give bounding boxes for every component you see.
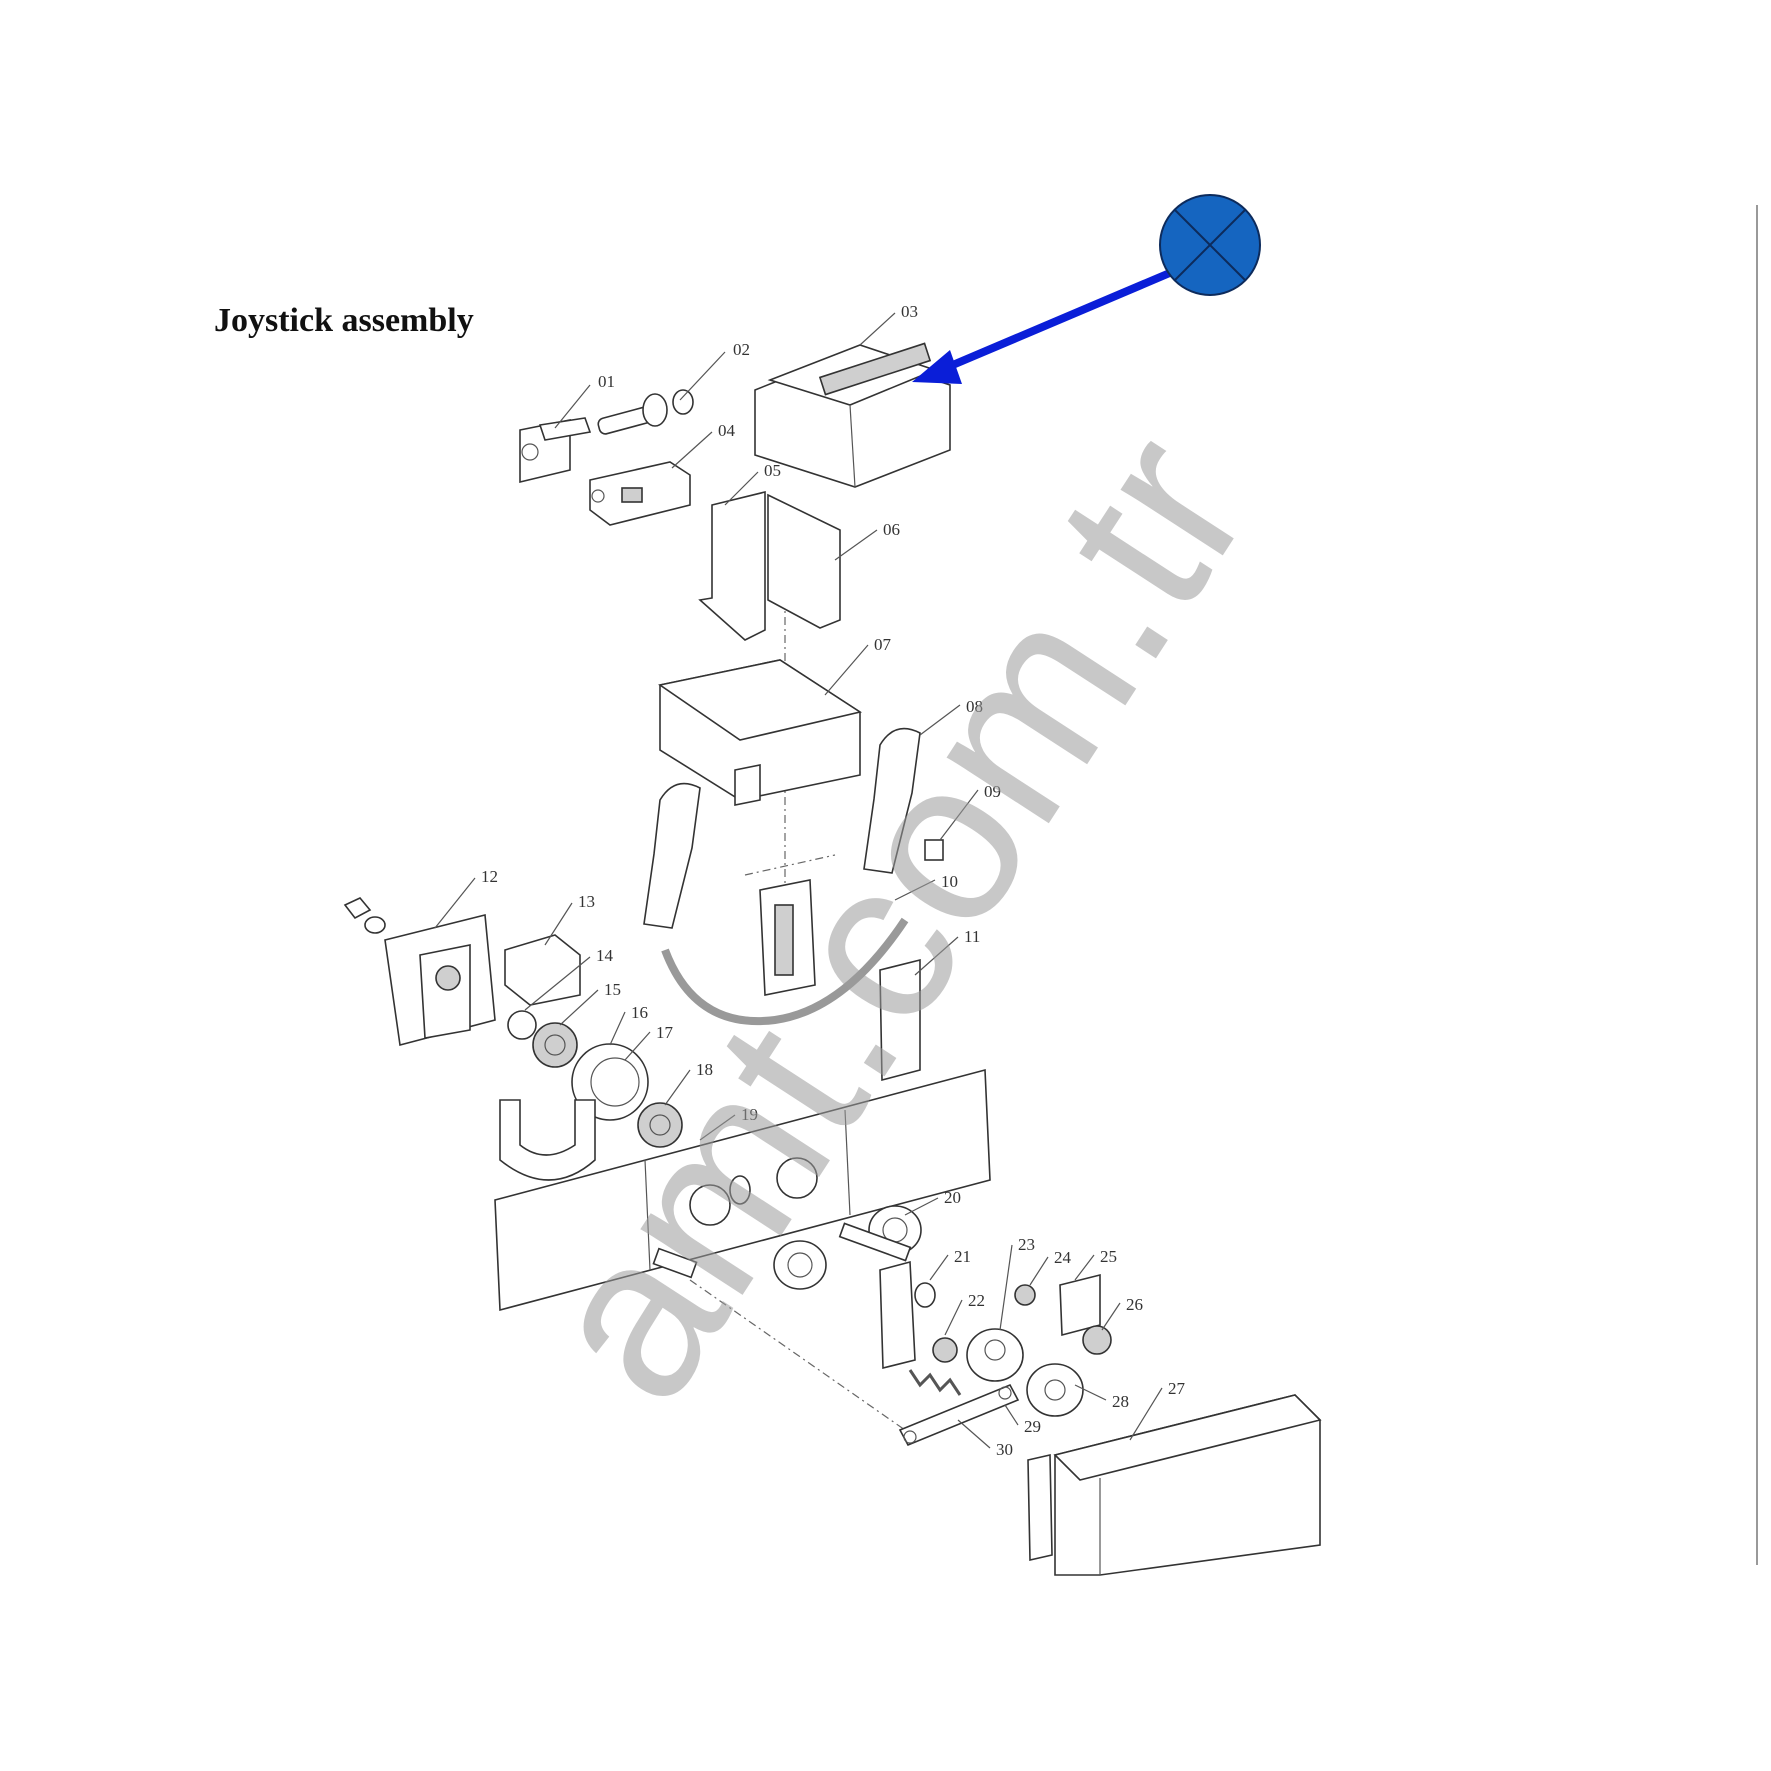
page-edge-line bbox=[1756, 205, 1758, 1565]
callout-28: 28 bbox=[1074, 1384, 1129, 1411]
callout-23-label: 23 bbox=[1018, 1235, 1035, 1254]
callout-19: 19 bbox=[699, 1105, 758, 1141]
diagram-title: Joystick assembly bbox=[214, 302, 474, 339]
part-19 bbox=[494, 1068, 991, 1312]
callout-27-label: 27 bbox=[1168, 1379, 1186, 1398]
part-02 bbox=[597, 389, 694, 435]
callout-24-label: 24 bbox=[1054, 1248, 1072, 1267]
callout-23: 23 bbox=[999, 1235, 1035, 1331]
callout-16: 16 bbox=[609, 1003, 648, 1046]
callout-29-label: 29 bbox=[1024, 1417, 1041, 1436]
callout-18-label: 18 bbox=[696, 1060, 713, 1079]
callout-17: 17 bbox=[624, 1023, 674, 1061]
callout-29: 29 bbox=[1004, 1404, 1041, 1436]
part-09 bbox=[924, 839, 944, 861]
callout-10: 10 bbox=[894, 872, 958, 901]
callout-03: 03 bbox=[859, 302, 918, 346]
callout-06: 06 bbox=[834, 520, 900, 561]
callout-26-label: 26 bbox=[1126, 1295, 1143, 1314]
callout-06-label: 06 bbox=[883, 520, 900, 539]
callout-02: 02 bbox=[679, 340, 750, 401]
part-07 bbox=[658, 659, 863, 806]
callout-10-label: 10 bbox=[941, 872, 958, 891]
part-27 bbox=[1027, 1394, 1322, 1576]
callout-04-label: 04 bbox=[718, 421, 736, 440]
callout-20: 20 bbox=[904, 1188, 961, 1216]
callout-21: 21 bbox=[929, 1247, 971, 1281]
callout-labels: 01 02 03 04 05 06 07 08 09 10 11 12 13 1… bbox=[434, 302, 1186, 1459]
callout-05-label: 05 bbox=[764, 461, 781, 480]
callout-20-label: 20 bbox=[944, 1188, 961, 1207]
callout-11-label: 11 bbox=[964, 927, 980, 946]
callout-21-label: 21 bbox=[954, 1247, 971, 1266]
part-04 bbox=[589, 461, 691, 526]
callout-11: 11 bbox=[914, 927, 980, 976]
callout-22: 22 bbox=[944, 1291, 985, 1336]
part-11 bbox=[879, 958, 921, 1082]
callout-15-label: 15 bbox=[604, 980, 621, 999]
callout-13: 13 bbox=[544, 892, 595, 946]
part-small bbox=[932, 1273, 1112, 1417]
callout-24: 24 bbox=[1029, 1248, 1072, 1286]
callout-04: 04 bbox=[671, 421, 736, 469]
part-bearings bbox=[499, 1010, 683, 1181]
part-10 bbox=[744, 854, 836, 996]
callout-12: 12 bbox=[434, 867, 498, 929]
part-01 bbox=[519, 417, 592, 484]
callout-03-label: 03 bbox=[901, 302, 918, 321]
pointer-arrow bbox=[912, 268, 1174, 384]
callout-17-label: 17 bbox=[656, 1023, 674, 1042]
callout-05: 05 bbox=[724, 461, 781, 506]
callout-09-label: 09 bbox=[984, 782, 1001, 801]
target-marker-icon[interactable] bbox=[1159, 194, 1261, 296]
part-12 bbox=[343, 897, 496, 1047]
callout-30-label: 30 bbox=[996, 1440, 1013, 1459]
callout-01-label: 01 bbox=[598, 372, 615, 391]
callout-08-label: 08 bbox=[966, 697, 983, 716]
callout-26: 26 bbox=[1101, 1295, 1143, 1331]
callout-28-label: 28 bbox=[1112, 1392, 1129, 1411]
parts-drawing bbox=[343, 342, 1322, 1576]
part-03 bbox=[754, 342, 951, 488]
callout-09: 09 bbox=[939, 782, 1001, 841]
callout-19-label: 19 bbox=[741, 1105, 758, 1124]
part-08 bbox=[643, 727, 921, 1026]
part-06 bbox=[767, 493, 841, 629]
callout-27: 27 bbox=[1129, 1379, 1186, 1441]
callout-02-label: 02 bbox=[733, 340, 750, 359]
part-13 bbox=[504, 934, 581, 1006]
callout-15: 15 bbox=[559, 980, 621, 1026]
callout-14-label: 14 bbox=[596, 946, 614, 965]
callout-18: 18 bbox=[664, 1060, 713, 1106]
callout-07: 07 bbox=[824, 635, 892, 696]
callout-16-label: 16 bbox=[631, 1003, 648, 1022]
callout-08: 08 bbox=[919, 697, 983, 736]
callout-14: 14 bbox=[524, 946, 614, 1011]
callout-07-label: 07 bbox=[874, 635, 892, 654]
callout-25-label: 25 bbox=[1100, 1247, 1117, 1266]
callout-22-label: 22 bbox=[968, 1291, 985, 1310]
part-29-30 bbox=[898, 1369, 1020, 1447]
callout-25: 25 bbox=[1074, 1247, 1117, 1281]
callout-13-label: 13 bbox=[578, 892, 595, 911]
callout-01: 01 bbox=[554, 372, 615, 429]
callout-30: 30 bbox=[957, 1419, 1013, 1459]
callout-12-label: 12 bbox=[481, 867, 498, 886]
part-21 bbox=[652, 1222, 936, 1431]
